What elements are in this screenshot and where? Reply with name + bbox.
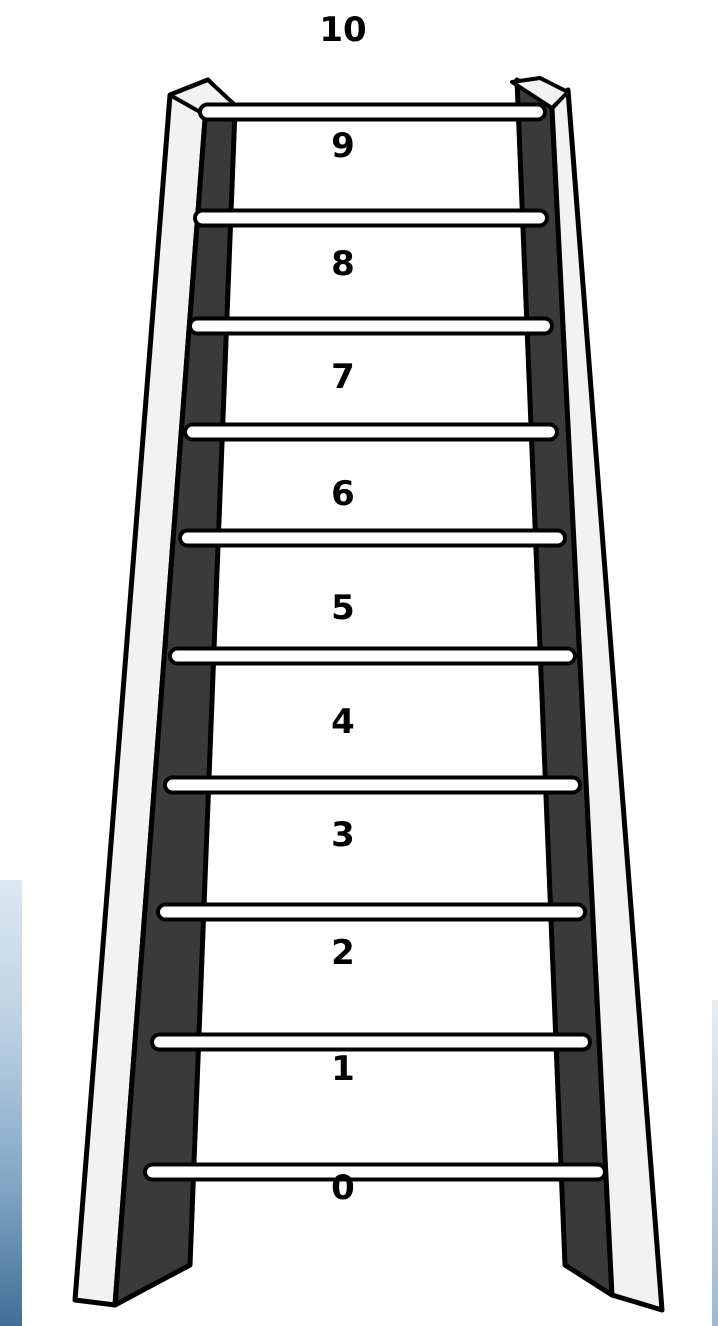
level-label-0: 0 xyxy=(331,1171,355,1205)
level-label-2: 2 xyxy=(331,936,355,970)
level-label-3: 3 xyxy=(331,818,355,852)
ladder-rung-1 xyxy=(200,105,545,120)
level-label-6: 6 xyxy=(331,477,355,511)
ladder-rung-8 xyxy=(158,905,585,920)
ladder-rails xyxy=(75,78,662,1310)
level-label-10: 10 xyxy=(319,13,366,47)
level-label-5: 5 xyxy=(331,591,355,625)
ladder-rung-3 xyxy=(190,319,552,334)
ladder-rung-7 xyxy=(165,778,580,793)
ladder-rung-9 xyxy=(152,1035,590,1050)
ladder-rung-6 xyxy=(170,649,575,664)
level-label-7: 7 xyxy=(331,360,355,394)
level-label-8: 8 xyxy=(331,247,355,281)
level-label-4: 4 xyxy=(331,705,355,739)
level-label-9: 9 xyxy=(331,129,355,163)
ladder-rung-5 xyxy=(180,531,565,546)
level-label-1: 1 xyxy=(331,1052,355,1086)
ladder-rung-10 xyxy=(145,1165,605,1180)
ladder-rung-2 xyxy=(195,211,547,226)
ladder-rung-4 xyxy=(185,425,557,440)
